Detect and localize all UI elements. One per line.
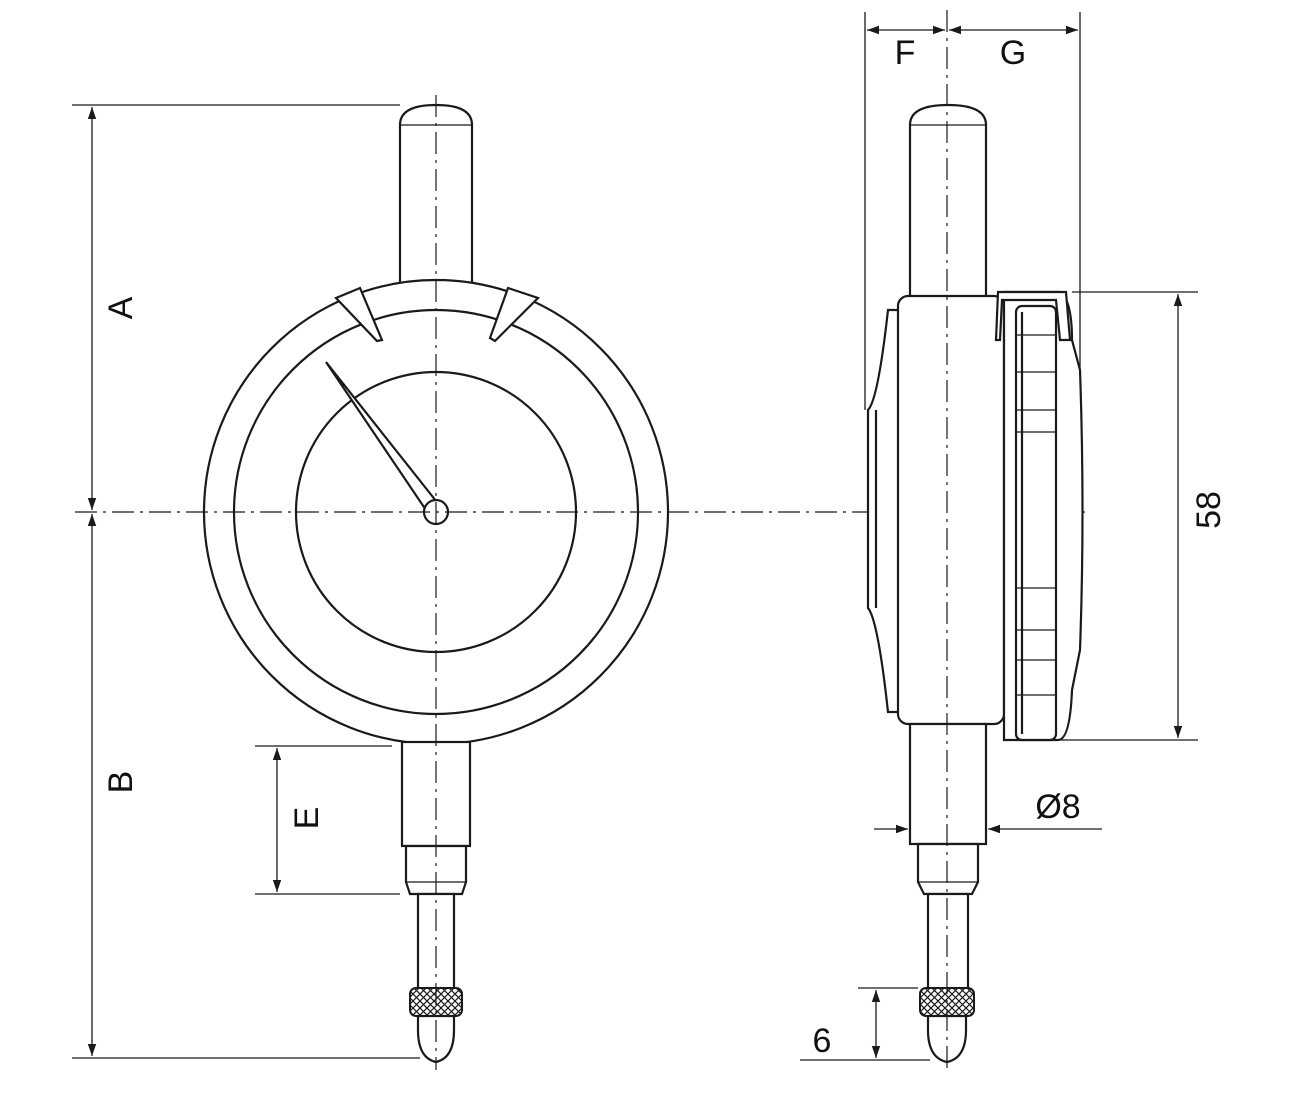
label-f: F bbox=[895, 34, 916, 72]
tolerance-marker-right bbox=[488, 286, 541, 343]
label-tip: 6 bbox=[813, 1022, 832, 1060]
front-lower-stem bbox=[400, 740, 472, 848]
side-bezel-grip bbox=[1014, 304, 1058, 742]
label-e: E bbox=[288, 807, 326, 830]
front-view bbox=[202, 95, 670, 1070]
side-view bbox=[866, 10, 1084, 1070]
side-lower-stem bbox=[908, 722, 988, 846]
label-diameter: Ø8 bbox=[1035, 788, 1080, 826]
label-a: A bbox=[102, 296, 140, 319]
label-58: 58 bbox=[1190, 491, 1228, 529]
front-dimensions: A B E bbox=[72, 104, 420, 1059]
label-b: B bbox=[102, 771, 140, 794]
tolerance-marker-left bbox=[334, 286, 384, 343]
bezel-grip-lines bbox=[1016, 334, 1056, 696]
label-g: G bbox=[1000, 34, 1026, 72]
side-back-cover bbox=[866, 308, 902, 714]
side-body bbox=[896, 294, 1006, 726]
side-top-stem bbox=[908, 103, 988, 302]
side-dimensions: F G 58 Ø8 6 bbox=[800, 12, 1228, 1061]
side-spindle bbox=[926, 892, 970, 992]
